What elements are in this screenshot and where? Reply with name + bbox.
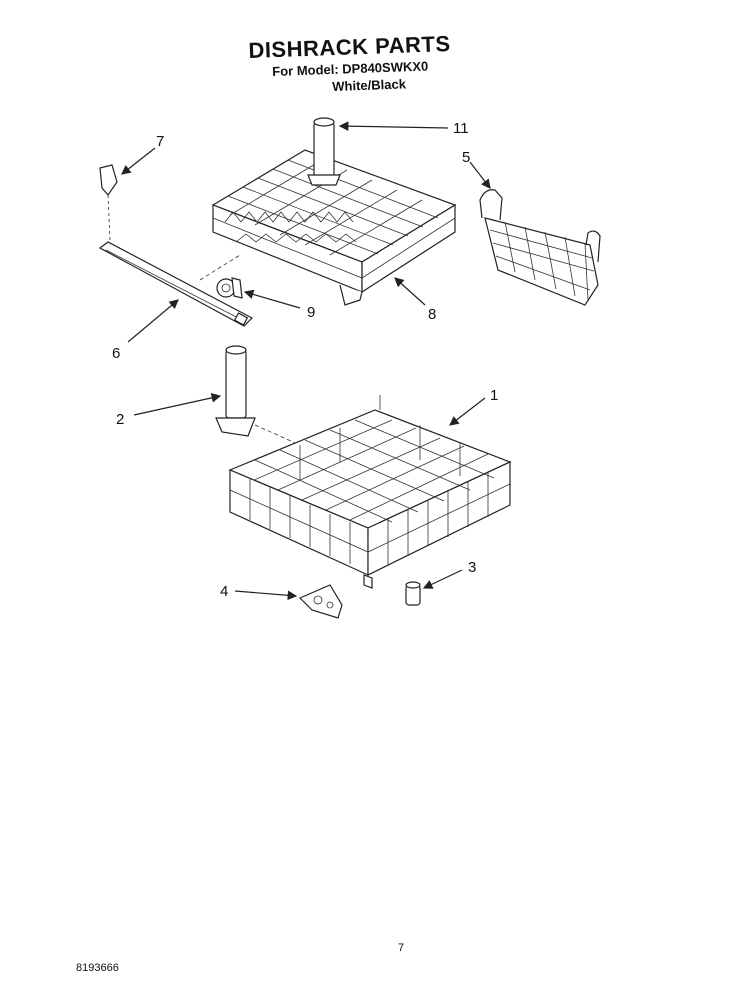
- callout-8: 8: [428, 306, 436, 323]
- stud-peg: [405, 581, 421, 606]
- track-rail: [98, 241, 253, 327]
- upper-spray-tube: [307, 117, 341, 186]
- leader-lines: [121, 121, 491, 601]
- lower-spray-tube: [215, 345, 301, 446]
- callout-3: 3: [468, 559, 476, 576]
- lower-dishrack: [228, 395, 512, 589]
- callout-5: 5: [462, 149, 470, 166]
- page-number: 7: [398, 942, 405, 954]
- roller-wheel: [199, 254, 243, 299]
- callout-4: 4: [220, 583, 228, 600]
- document-number: 8193666: [76, 962, 119, 974]
- callout-6: 6: [112, 345, 120, 362]
- upper-dishrack: [211, 149, 457, 306]
- silverware-basket: [479, 189, 601, 306]
- callout-9: 9: [307, 304, 315, 321]
- callout-7: 7: [156, 133, 164, 150]
- rack-clip: [99, 164, 118, 241]
- callout-11: 11: [453, 120, 469, 137]
- callout-1: 1: [490, 387, 498, 404]
- lower-roller-bracket: [298, 584, 343, 619]
- callout-2: 2: [116, 411, 124, 428]
